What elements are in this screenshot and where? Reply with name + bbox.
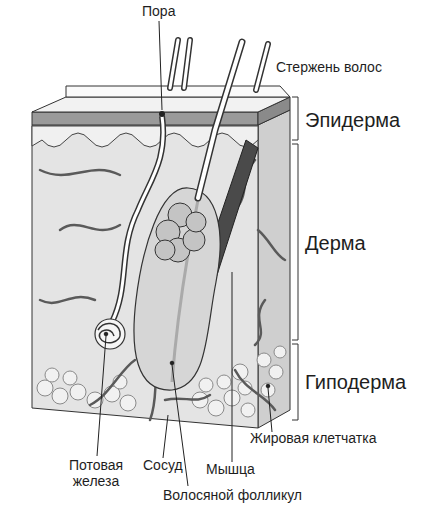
sweat-gland (95, 111, 165, 349)
part-label: Дерма (305, 232, 366, 255)
part-label: Жировая клетчатка (250, 430, 376, 446)
part-label: Эпидерма (305, 109, 400, 132)
part-label: Пора (142, 3, 175, 19)
sebaceous-gland (155, 203, 206, 262)
part-label: Мышца (206, 461, 255, 477)
hair-follicle (134, 188, 220, 390)
layer-brackets (292, 97, 298, 420)
part-label: Стержень волос (276, 59, 382, 75)
hair-shafts (170, 40, 268, 198)
part-label: Потовая железа (56, 457, 136, 489)
part-label: Волосяной фолликул (163, 487, 302, 503)
skin-block (32, 86, 290, 428)
leader-lines (97, 21, 272, 486)
part-label: Гиподерма (305, 371, 406, 394)
part-label: Сосуд (143, 457, 183, 473)
blood-vessels (40, 160, 285, 420)
